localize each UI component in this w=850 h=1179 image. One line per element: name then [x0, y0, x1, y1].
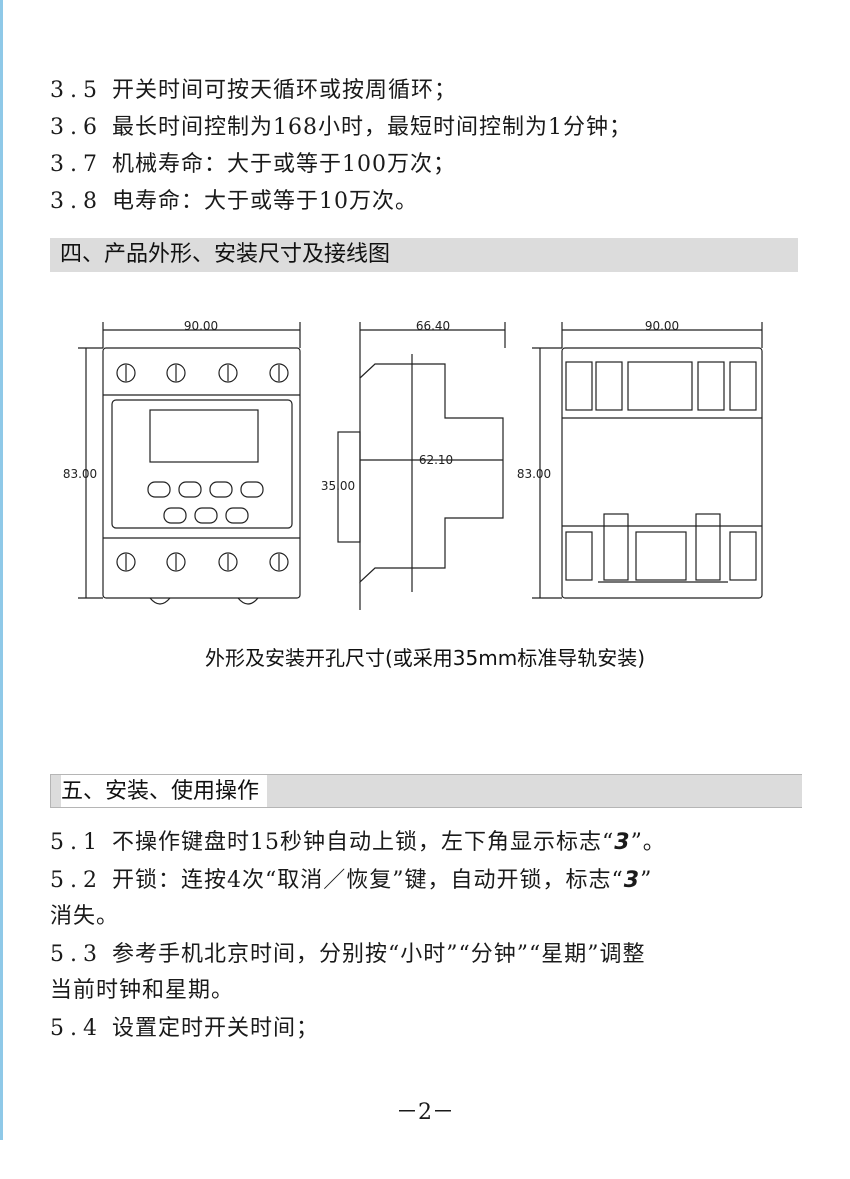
line-text: 不操作键盘时15秒钟自动上锁，左下角显示标志“ [112, 830, 615, 855]
line-number: 3.8 [50, 189, 103, 214]
lock-symbol-icon: 3 [623, 868, 641, 893]
line-number: 3.6 [50, 115, 103, 140]
line-text: 参考手机北京时间，分别按“小时”“分钟”“星期”调整 [112, 942, 646, 967]
line-text: 电寿命：大于或等于10万次。 [112, 189, 418, 214]
line-number: 5.2 [50, 868, 103, 893]
section-4-header: 四、产品外形、安装尺寸及接线图 [50, 238, 798, 272]
lock-symbol-icon: 3 [614, 830, 631, 855]
back-width-label: 90.00 [645, 319, 679, 333]
line-text: 开锁：连按4次“取消／恢复”键，自动开锁，标志“ [112, 868, 624, 893]
section-5-header: 五、安装、使用操作 [50, 774, 802, 808]
line-3-6: 3.6 最长时间控制为168小时，最短时间控制为1分钟； [50, 113, 632, 143]
line-text: 机械寿命：大于或等于100万次； [112, 152, 456, 177]
line-5-1: 5.1 不操作键盘时15秒钟自动上锁，左下角显示标志“3”。 [50, 828, 666, 858]
line-text-end: ” [640, 868, 653, 893]
line-text: 开关时间可按天循环或按周循环； [112, 78, 458, 103]
line-text-end: ”。 [630, 830, 666, 855]
line-3-8: 3.8 电寿命：大于或等于10万次。 [50, 187, 418, 217]
back-height-label: 83.00 [517, 467, 551, 481]
left-edge-rule [0, 0, 3, 1140]
line-number: 5.3 [50, 942, 103, 967]
front-view [78, 322, 301, 605]
line-text: 最长时间控制为168小时，最短时间控制为1分钟； [112, 115, 632, 140]
drawing-caption: 外形及安装开孔尺寸(或采用35mm标准导轨安装) [204, 646, 646, 670]
line-number: 3.5 [50, 78, 103, 103]
line-5-4: 5.4 设置定时开关时间； [50, 1014, 319, 1044]
front-height-label: 83.00 [63, 467, 97, 481]
back-view [532, 322, 763, 599]
rail-width-label: 35.00 [321, 479, 355, 493]
page-number: －2－ [396, 1100, 454, 1125]
line-5-2-continued: 消失。 [50, 904, 120, 929]
line-5-2: 5.2 开锁：连按4次“取消／恢复”键，自动开锁，标志“3” [50, 866, 652, 896]
line-5-3-continued: 当前时钟和星期。 [50, 978, 235, 1003]
line-3-5: 3.5 开关时间可按天循环或按周循环； [50, 76, 457, 106]
line-number: 5.4 [50, 1016, 103, 1041]
section-4-title: 四、产品外形、安装尺寸及接线图 [60, 242, 391, 267]
line-number: 5.1 [50, 830, 103, 855]
side-view [337, 322, 506, 610]
line-5-3: 5.3 参考手机北京时间，分别按“小时”“分钟”“星期”调整 [50, 940, 645, 970]
dimension-drawing: 90.00 83.00 66.40 62.10 35.00 90.00 83.0… [63, 319, 763, 610]
front-width-label: 90.00 [184, 319, 218, 333]
line-text: 设置定时开关时间； [112, 1016, 320, 1041]
section-5-title: 五、安装、使用操作 [61, 775, 268, 807]
line-3-7: 3.7 机械寿命：大于或等于100万次； [50, 150, 456, 180]
line-number: 3.7 [50, 152, 103, 177]
side-inner-label: 62.10 [419, 453, 453, 467]
side-width-label: 66.40 [416, 319, 450, 333]
